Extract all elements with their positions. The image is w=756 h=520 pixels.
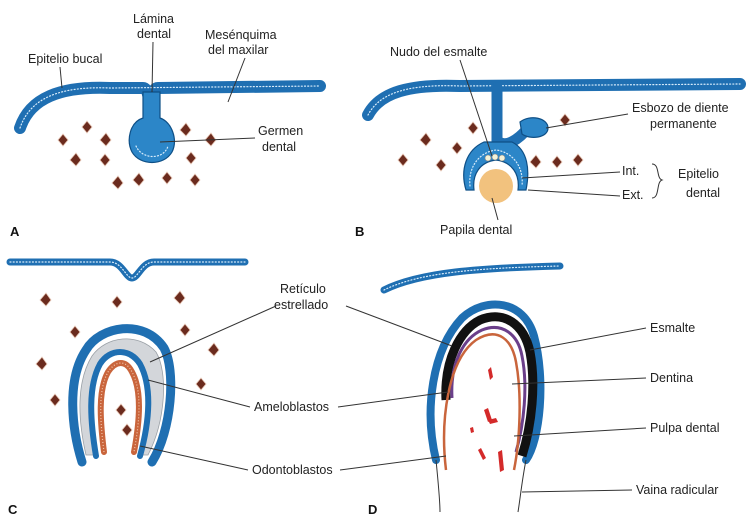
panel-letter-a: A (10, 224, 20, 239)
panel-d-pulp-vessels (470, 367, 504, 472)
label-int: Int. (622, 164, 639, 178)
panel-d-oral-epithelium (384, 266, 560, 290)
label-mesenquima-1: Mesénquima (205, 28, 277, 42)
label-ameloblastos: Ameloblastos (254, 400, 329, 414)
label-epitelio-dental-2: dental (686, 186, 720, 200)
panel-a-oral-epithelium (20, 86, 320, 128)
label-esbozo-1: Esbozo de diente (632, 101, 729, 115)
panel-letter-b: B (355, 224, 364, 239)
panel-letter-c: C (8, 502, 18, 517)
panel-letter-d: D (368, 502, 377, 517)
panel-b: Nudo del esmalte Esbozo de diente perman… (355, 45, 740, 239)
label-reticulo-1: Retículo (280, 282, 326, 296)
panel-a-tooth-germ (129, 92, 174, 163)
shared-labels: Retículo estrellado Ameloblastos Odontob… (140, 282, 452, 477)
label-epitelio-dental-1: Epitelio (678, 167, 719, 181)
panel-d: Esmalte Dentina Pulpa dental Vaina radic… (368, 266, 720, 517)
label-epitelio-bucal: Epitelio bucal (28, 52, 102, 66)
label-esmalte: Esmalte (650, 321, 695, 335)
panel-b-permanent-bud (520, 118, 548, 138)
panel-a: Lámina dental Mesénquima del maxilar Epi… (10, 12, 320, 239)
label-nudo-esmalte: Nudo del esmalte (390, 45, 487, 59)
label-reticulo-2: estrellado (274, 298, 328, 312)
label-vaina-radicular: Vaina radicular (636, 483, 718, 497)
label-esbozo-2: permanente (650, 117, 717, 131)
label-dentina: Dentina (650, 371, 693, 385)
label-germen-1: Germen (258, 124, 303, 138)
label-lamina-dental-2: dental (137, 27, 171, 41)
label-papila-dental: Papila dental (440, 223, 512, 237)
label-pulpa-dental: Pulpa dental (650, 421, 720, 435)
panel-b-dental-papilla (479, 169, 513, 203)
panel-b-enamel-knot (485, 154, 505, 161)
label-lamina-dental-1: Lámina (133, 12, 174, 26)
label-odontoblastos: Odontoblastos (252, 463, 333, 477)
label-mesenquima-2: del maxilar (208, 43, 268, 57)
label-ext: Ext. (622, 188, 644, 202)
panel-c: C (8, 262, 245, 517)
label-germen-2: dental (262, 140, 296, 154)
